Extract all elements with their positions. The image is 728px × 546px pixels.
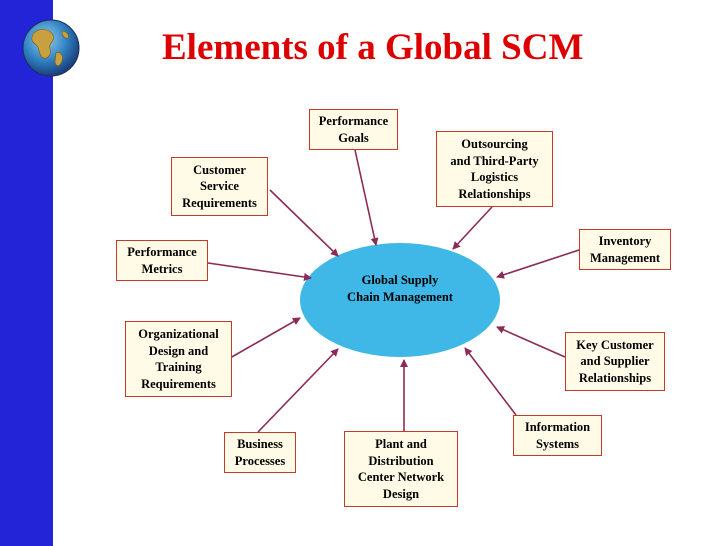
node-key-customer: Key Customer and Supplier Relationships xyxy=(565,332,665,391)
node-org-design: Organizational Design and Training Requi… xyxy=(125,321,232,397)
arrow-key-customer xyxy=(496,326,566,358)
arrow-customer-service xyxy=(269,189,339,257)
sidebar-bar xyxy=(0,0,53,546)
globe-icon xyxy=(22,19,80,77)
node-performance-goals: Performance Goals xyxy=(309,109,398,150)
node-customer-service: Customer Service Requirements xyxy=(171,157,268,216)
node-plant-distribution: Plant and Distribution Center Network De… xyxy=(344,431,458,507)
center-ellipse xyxy=(300,243,500,357)
arrow-business-processes xyxy=(257,348,339,433)
arrow-performance-metrics xyxy=(207,262,312,281)
arrow-information-systems xyxy=(464,347,517,416)
node-business-processes: Business Processes xyxy=(224,432,296,473)
node-performance-metrics: Performance Metrics xyxy=(116,240,208,281)
arrow-org-design xyxy=(229,317,301,359)
node-information-systems: Information Systems xyxy=(513,415,602,456)
node-outsourcing: Outsourcing and Third-Party Logistics Re… xyxy=(436,131,553,207)
page-title: Elements of a Global SCM xyxy=(162,27,584,68)
arrow-outsourcing xyxy=(452,206,493,250)
arrow-inventory xyxy=(496,249,580,279)
arrow-performance-goals xyxy=(354,149,379,246)
center-node-label: Global Supply Chain Management xyxy=(347,273,453,304)
node-inventory: Inventory Management xyxy=(579,229,671,270)
